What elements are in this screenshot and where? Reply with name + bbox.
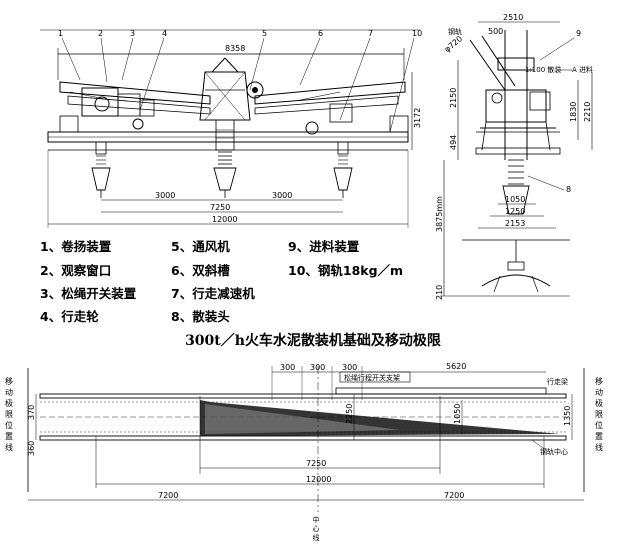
plan-center-label: 中心线 xyxy=(312,516,320,542)
side-dim-top: 2510 xyxy=(503,13,523,22)
side-dim-h4: 494 xyxy=(449,135,458,150)
legend-text: 松绳开关装置 xyxy=(61,286,137,301)
callout-9: 9 xyxy=(576,29,581,38)
plan-dim-360: 360 xyxy=(27,441,36,456)
legend-item-1: 1、卷扬装置 xyxy=(40,236,111,255)
legend-text: 散装头 xyxy=(192,309,230,324)
side-dim-a2: φ720 xyxy=(443,34,465,54)
side-dim-w2: 1250 xyxy=(505,207,525,216)
legend-item-2: 2、观察窗口 xyxy=(40,260,111,279)
callout-6: 6 xyxy=(318,29,323,38)
side-dim-h1: 2150 xyxy=(449,88,458,108)
legend-text: 行走轮 xyxy=(61,309,99,324)
legend-text: 钢轨18kg／m xyxy=(317,263,404,278)
plan-dim-300-c: 300 xyxy=(342,363,357,372)
legend-item-5: 5、通风机 xyxy=(171,236,230,255)
plan-dim-12000: 12000 xyxy=(306,475,331,484)
plan-dim-300-a: 300 xyxy=(280,363,295,372)
legend-num: 10、 xyxy=(288,263,318,278)
side-dim-h3: 2210 xyxy=(583,102,592,122)
callout-4: 4 xyxy=(162,29,167,38)
legend-num: 1、 xyxy=(40,239,62,254)
side-dim-h2: 1830 xyxy=(569,102,578,122)
legend-item-9: 9、进料装置 xyxy=(288,236,359,255)
legend-text: 行走减速机 xyxy=(192,286,255,301)
spout-center xyxy=(213,119,237,198)
spout-left xyxy=(91,141,111,198)
front-dim-height: 3172 xyxy=(413,108,422,128)
side-dim-h5: 3875mm xyxy=(435,196,444,232)
plan-dim-300-b: 300 xyxy=(310,363,325,372)
legend-text: 通风机 xyxy=(192,239,230,254)
plan-dim-7200-left: 7200 xyxy=(158,491,178,500)
plan-note-2: 行走梁 xyxy=(547,377,568,386)
plan-dim-1050: 1050 xyxy=(453,404,462,424)
callout-10: 10 xyxy=(412,29,422,38)
front-view: 8358 1 2 3 4 5 6 7 10 xyxy=(40,29,422,228)
plan-dim-5620: 5620 xyxy=(446,362,466,371)
legend-item-3: 3、松绳开关装置 xyxy=(40,283,136,302)
callout-1: 1 xyxy=(58,29,63,38)
callout-7: 7 xyxy=(368,29,373,38)
front-dim-12000: 12000 xyxy=(212,215,237,224)
callout-2: 2 xyxy=(98,29,103,38)
side-ratio: 1:100 散装 xyxy=(525,65,561,74)
legend-text: 卷扬装置 xyxy=(61,239,112,254)
plan-limit-label-right: 移动极限位置线 xyxy=(595,377,603,452)
front-dim-7250: 7250 xyxy=(210,203,230,212)
side-top-left: 钢轨 xyxy=(448,27,462,36)
plan-view: 松绳行程开关支架 行走梁 钢轨中心 300 300 300 5620 2250 … xyxy=(27,362,585,512)
legend-item-8: 8、散装头 xyxy=(171,306,230,325)
front-dim-3000-left: 3000 xyxy=(155,191,175,200)
legend-num: 4、 xyxy=(40,309,62,324)
side-dim-w3: 2153 xyxy=(505,219,525,228)
plan-note-1: 松绳行程开关支架 xyxy=(344,373,400,382)
side-view: 2510 钢轨 500 φ720 9 1:100 散装 A 进料 8 xyxy=(435,13,593,300)
side-label-a: A 进料 xyxy=(572,65,593,74)
callout-3: 3 xyxy=(130,29,135,38)
plan-dim-1350: 1350 xyxy=(563,406,572,426)
legend-text: 观察窗口 xyxy=(61,263,112,278)
plan-dim-2250: 2250 xyxy=(345,404,354,424)
legend-item-4: 4、行走轮 xyxy=(40,306,99,325)
side-dim-a1: 500 xyxy=(488,27,503,36)
callout-5: 5 xyxy=(262,29,267,38)
plan-note-3: 钢轨中心 xyxy=(540,447,568,456)
legend-num: 3、 xyxy=(40,286,62,301)
plan-limit-label-left: 移动极限位置线 xyxy=(5,377,13,452)
page-title: 300t／h火车水泥散装机基础及移动极限 xyxy=(185,333,441,349)
callout-8: 8 xyxy=(566,185,571,194)
legend-num: 6、 xyxy=(171,263,193,278)
legend-text: 进料装置 xyxy=(309,239,360,254)
plan-dim-7200-right: 7200 xyxy=(444,491,464,500)
plan-dim-370: 370 xyxy=(27,405,36,420)
legend-text: 双斜槽 xyxy=(192,263,230,278)
legend-num: 8、 xyxy=(171,309,193,324)
legend-item-10: 10、钢轨18kg／m xyxy=(288,260,403,279)
side-dim-h6: 210 xyxy=(435,285,444,300)
plan-dim-7250: 7250 xyxy=(306,459,326,468)
legend-num: 7、 xyxy=(171,286,193,301)
legend-num: 5、 xyxy=(171,239,193,254)
legend-num: 9、 xyxy=(288,239,310,254)
legend-item-6: 6、双斜槽 xyxy=(171,260,230,279)
spout-right xyxy=(333,141,353,198)
side-dim-w1: 1050 xyxy=(505,195,525,204)
legend-item-7: 7、行走减速机 xyxy=(171,283,255,302)
trough-wedge xyxy=(200,400,560,436)
legend-num: 2、 xyxy=(40,263,62,278)
front-dim-3000-right: 3000 xyxy=(272,191,292,200)
front-dim-top: 8358 xyxy=(225,44,245,53)
